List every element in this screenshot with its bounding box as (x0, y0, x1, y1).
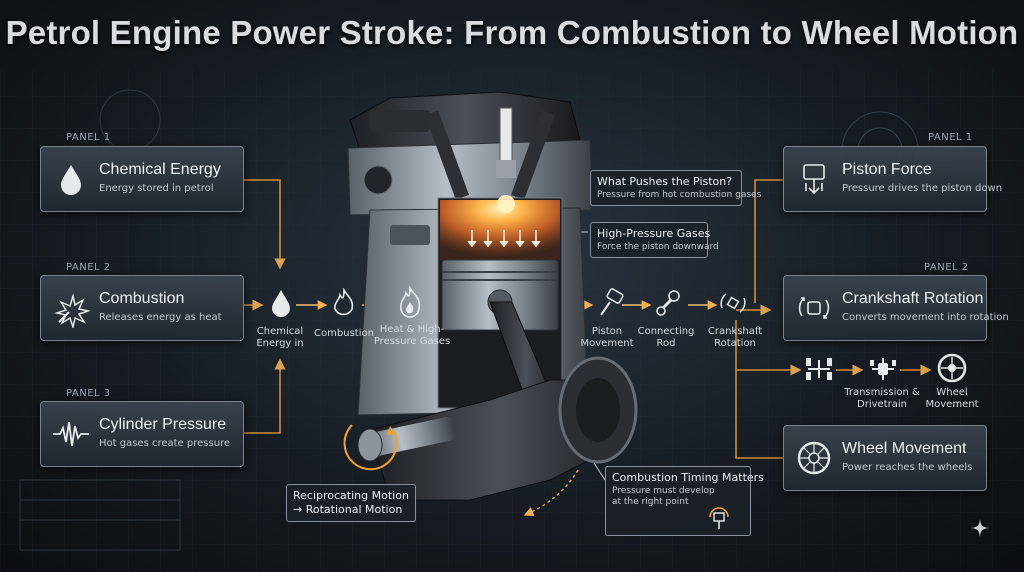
card-subtitle: Hot gases create pressure (99, 438, 231, 449)
card-crankshaft-rotation: Crankshaft Rotation Converts movement in… (783, 275, 1009, 341)
pressure-wave-icon (53, 421, 89, 447)
card-subtitle: Power reaches the wheels (842, 462, 973, 473)
flow-label-chemical: Chemical Energy in (256, 326, 304, 349)
callout-subtitle: Pressure from hot combustion gases (597, 190, 762, 200)
card-title: Wheel Movement (842, 440, 967, 457)
card-subtitle: Releases energy as heat (99, 312, 222, 323)
page-title: Petrol Engine Power Stroke: From Combust… (5, 14, 1019, 51)
card-title: Cylinder Pressure (99, 416, 227, 433)
card-title: Combustion (99, 290, 185, 307)
wheel-icon (797, 441, 831, 475)
panel-tag-crankshaft: PANEL 2 (924, 262, 969, 273)
connecting-rod-icon (656, 290, 680, 316)
callout-title: High-Pressure Gases (597, 227, 711, 240)
card-title: Piston Force (842, 161, 932, 178)
card-subtitle: Energy stored in petrol (99, 183, 214, 194)
callout-subtitle: Force the piston downward (597, 242, 719, 252)
crankshaft-icon (798, 297, 830, 319)
timing-piston-icon (709, 507, 729, 529)
crankshaft-icon (720, 293, 746, 313)
flow-label-transmission: Transmission & Drivetrain (844, 387, 920, 410)
piston-icon (600, 288, 624, 316)
panel-tag-chemical: PANEL 1 (66, 132, 111, 143)
callout-high-pressure-gases: High-Pressure Gases Force the piston dow… (590, 222, 719, 258)
flame-icon (334, 288, 354, 316)
transmission-icon (870, 358, 896, 380)
card-cylinder-pressure: Cylinder Pressure Hot gases create press… (40, 401, 244, 467)
flow-label-combustion: Combustion (314, 328, 374, 339)
callout-combustion-timing: Combustion Timing Matters Pressure must … (605, 466, 764, 536)
piston-icon (803, 164, 825, 195)
card-wheel-movement: Wheel Movement Power reaches the wheels (783, 425, 987, 491)
flow-label-piston: Piston Movement (580, 326, 634, 349)
wheel-icon (937, 353, 967, 383)
flame-icon (400, 286, 421, 318)
flow-label-crank: Crankshaft Rotation (707, 326, 763, 349)
callout-title: What Pushes the Piston? (597, 175, 733, 188)
card-piston-force: Piston Force Pressure drives the piston … (783, 146, 1002, 212)
spark-icon (54, 293, 91, 328)
card-combustion: Combustion Releases energy as heat (40, 275, 244, 341)
panel-tag-combustion: PANEL 2 (66, 262, 111, 273)
note-reciprocating-to-rotational: Reciprocating Motion→ Rotational Motion (286, 484, 416, 522)
engine-cutaway-illustration (343, 91, 638, 501)
flow-label-heat: Heat & High-Pressure Gases (373, 324, 451, 347)
callout-what-pushes-piston: What Pushes the Piston? Pressure from ho… (590, 170, 761, 206)
card-title: Chemical Energy (99, 161, 221, 178)
panel-tag-piston: PANEL 1 (928, 132, 973, 143)
sparkle-icon (971, 519, 989, 537)
callout-title: Combustion Timing Matters (612, 471, 764, 484)
droplet-icon (61, 165, 81, 195)
card-subtitle: Pressure drives the piston down (842, 183, 1003, 194)
panel-tag-pressure: PANEL 3 (66, 388, 111, 399)
flow-label-wheel: Wheel Movement (925, 387, 979, 410)
card-subtitle: Converts movement into rotation (842, 312, 1009, 323)
card-title: Crankshaft Rotation (842, 290, 984, 307)
droplet-icon (272, 290, 290, 317)
drivetrain-icon (806, 358, 832, 380)
card-chemical-energy: Chemical Energy Energy stored in petrol (40, 146, 244, 212)
flow-label-rod: Connecting Rod (637, 326, 695, 349)
